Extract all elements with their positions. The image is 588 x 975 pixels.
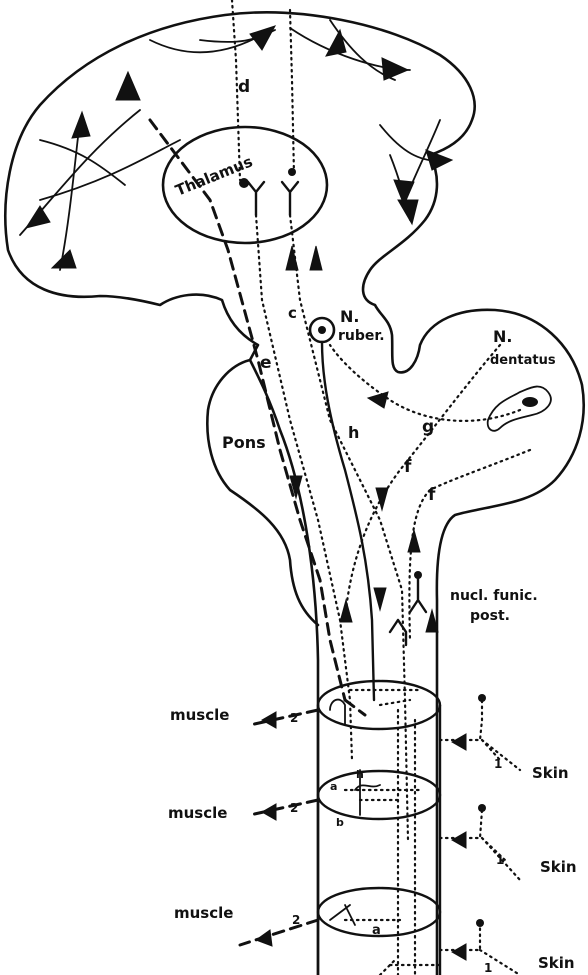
label-f2: f bbox=[428, 485, 436, 505]
label-b-small: b bbox=[336, 816, 344, 829]
arrow-left-up bbox=[340, 600, 352, 622]
muscle-efferents bbox=[240, 710, 318, 946]
cortex-fibers bbox=[20, 20, 450, 270]
arrow-g bbox=[368, 392, 388, 408]
pathway-c-left bbox=[256, 215, 352, 760]
label-num-1b: 1 bbox=[496, 853, 504, 867]
label-f1: f bbox=[404, 457, 412, 477]
skin-afferents bbox=[380, 694, 520, 975]
label-n-ruber-1: N. bbox=[340, 307, 359, 326]
label-muscle-3: muscle bbox=[174, 904, 233, 922]
arrow-f-up bbox=[408, 530, 420, 552]
label-num-1c: 1 bbox=[484, 961, 492, 975]
label-num-2a: 2 bbox=[290, 711, 298, 725]
label-skin-1: Skin bbox=[532, 764, 569, 782]
label-num-2c: 2 bbox=[292, 913, 300, 927]
pathway-h bbox=[322, 342, 374, 700]
label-h-small: h bbox=[356, 768, 364, 781]
label-skin-3: Skin bbox=[538, 954, 575, 972]
label-nucl-1: nucl. funic. bbox=[450, 588, 538, 604]
nucleus-funiculus-synapses bbox=[390, 571, 426, 645]
label-a-small: a bbox=[330, 780, 337, 793]
label-pons: Pons bbox=[222, 433, 266, 452]
label-n-dentatus-2: dentatus bbox=[490, 353, 556, 368]
pons-outline bbox=[207, 360, 318, 625]
label-d: d bbox=[238, 77, 250, 97]
arrow-c-up-2 bbox=[310, 246, 322, 270]
label-n-dentatus-1: N. bbox=[493, 327, 512, 346]
label-muscle-1: muscle bbox=[170, 706, 229, 724]
label-thalamus: Thalamus bbox=[173, 152, 255, 199]
label-h: h bbox=[348, 423, 359, 442]
label-skin-2: Skin bbox=[540, 858, 577, 876]
label-e: e bbox=[260, 353, 272, 373]
thalamus-synapses bbox=[239, 168, 298, 215]
label-n-ruber-2: ruber. bbox=[338, 328, 385, 344]
arrow-c-up-1 bbox=[286, 246, 298, 270]
label-g: g bbox=[422, 417, 434, 437]
label-muscle-2: muscle bbox=[168, 804, 227, 822]
label-nucl-2: post. bbox=[470, 608, 510, 624]
pathway-d-branch bbox=[290, 10, 294, 175]
label-c: c bbox=[288, 304, 297, 322]
nucleus-dentatus-cell bbox=[522, 397, 538, 407]
label-num-1a: 1 bbox=[494, 757, 502, 771]
arrow-h-down bbox=[374, 588, 386, 610]
nucleus-ruber-cell bbox=[318, 326, 326, 334]
label-a-bottom: a bbox=[372, 923, 381, 938]
nucleus-dentatus-shape bbox=[488, 387, 551, 431]
label-num-2b: 2 bbox=[290, 801, 298, 815]
